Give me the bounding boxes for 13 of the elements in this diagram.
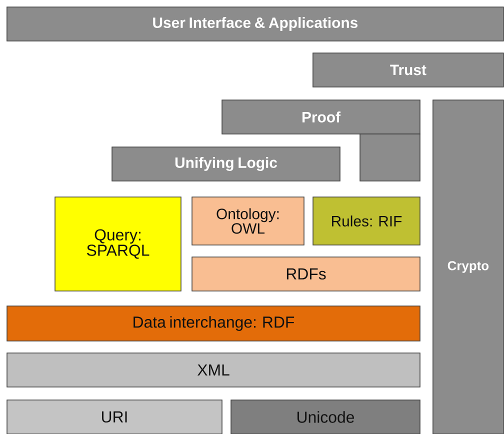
layer-box: RDFs (192, 256, 420, 292)
layer-box: Data interchange: RDF (6, 306, 420, 342)
layer-column: Crypto (432, 100, 504, 434)
layer-box: Unicode (230, 400, 420, 434)
layer-box: Rules: RIF (312, 196, 420, 246)
layer-box: URI (6, 400, 222, 434)
layer-box: Ontology: OWL (192, 196, 304, 246)
layer-box: XML (6, 352, 420, 388)
layer-box: User Interface & Applications (6, 6, 504, 42)
layer-box: Query: SPARQL (54, 196, 182, 292)
layer-box: Unifying Logic (112, 146, 340, 182)
layer-box (360, 134, 420, 182)
layer-box: Trust (312, 52, 504, 88)
